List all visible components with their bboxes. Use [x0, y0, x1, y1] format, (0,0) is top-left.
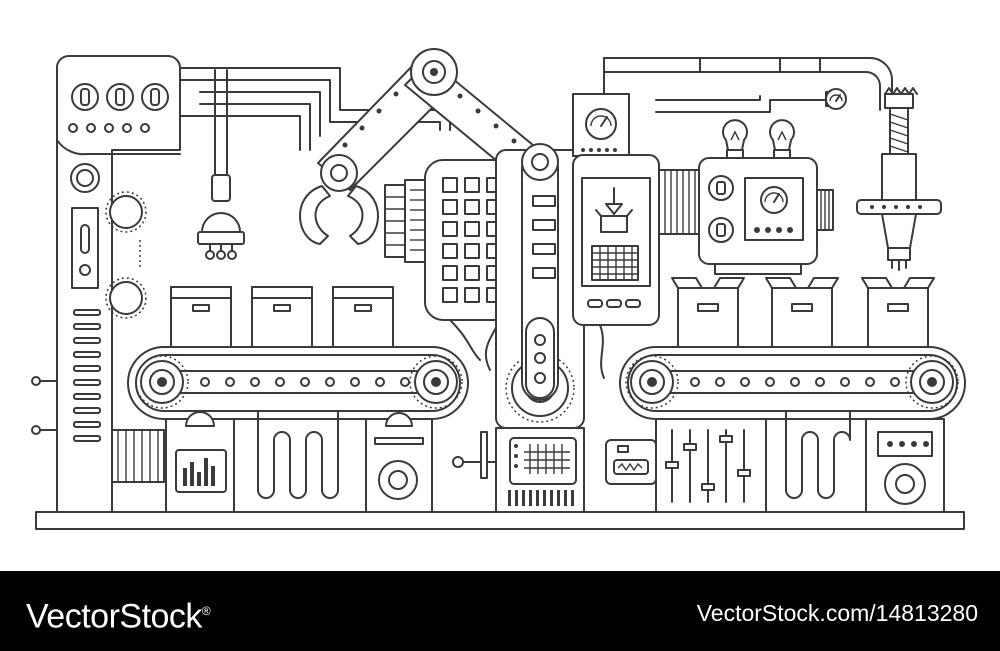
- claw-left-finger: [300, 186, 330, 244]
- control-tower: [32, 56, 180, 512]
- central-press: [453, 144, 584, 512]
- coil-housing: [112, 430, 164, 482]
- stock-id: VectorStock.com/14813280: [696, 600, 978, 626]
- registered-mark: ®: [201, 604, 211, 618]
- lightbulb-icon: [723, 120, 747, 150]
- factory-line-illustration: [0, 0, 1000, 571]
- conveyor-rollers: [201, 378, 409, 386]
- claw-right-finger: [348, 186, 378, 244]
- brand-logo: VectorStock®: [26, 591, 211, 636]
- lightbulb-icon: [770, 120, 794, 150]
- pipe-network: [180, 58, 892, 175]
- screen-tower: [573, 94, 659, 378]
- pressure-gauge: [586, 109, 616, 139]
- open-boxes: [672, 278, 934, 347]
- side-gears: [106, 192, 146, 318]
- plug-gripper: [198, 175, 244, 259]
- screw-press: [857, 88, 941, 270]
- closed-boxes: [171, 287, 393, 347]
- watermark-bar: VectorStock® VectorStock.com/14813280: [0, 571, 1000, 651]
- right-cabinets: [606, 412, 944, 512]
- equalizer-sliders: [666, 430, 750, 502]
- pipe-gauge: [826, 89, 846, 109]
- control-dials: [72, 84, 168, 110]
- right-conveyor: [620, 347, 965, 419]
- floor-base: [36, 512, 964, 529]
- indicator-lights: [69, 124, 149, 132]
- conveyor-rollers: [691, 378, 899, 386]
- lightbulb-machine: [659, 120, 833, 274]
- keypad-buttons: [443, 178, 501, 302]
- tower-vents: [74, 310, 100, 441]
- tower-levers: [32, 377, 57, 434]
- left-conveyor: [128, 347, 468, 419]
- brand-name: VectorStock: [26, 597, 202, 636]
- left-cabinets: [166, 412, 432, 512]
- bulb-gauge: [761, 187, 787, 213]
- column-slots: [533, 196, 555, 278]
- keypad-panel: [425, 160, 521, 370]
